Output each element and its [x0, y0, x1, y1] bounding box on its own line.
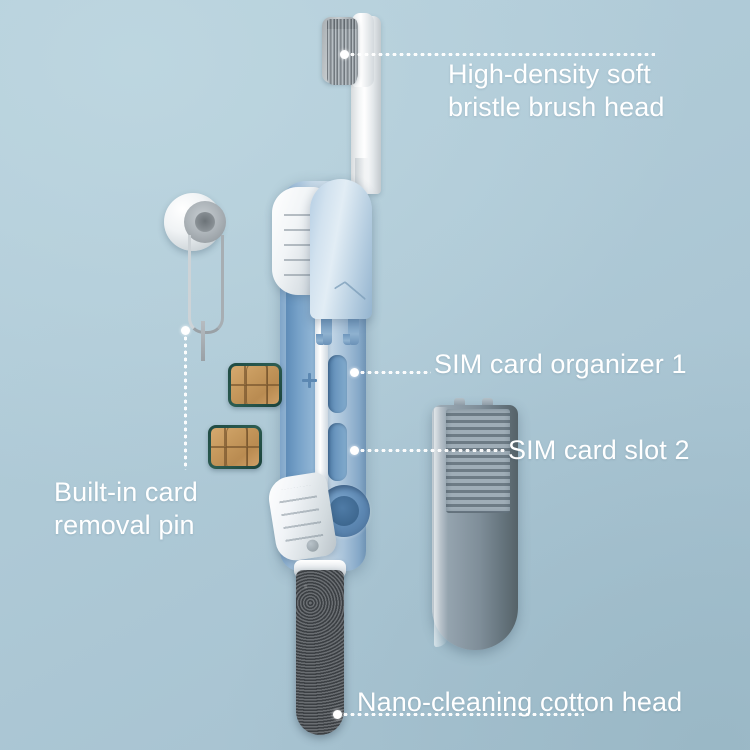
main-body-part [265, 175, 416, 595]
sim-chip-1 [231, 366, 279, 404]
cap-ribs [446, 409, 510, 513]
callout-cotton-head: Nano-cleaning cotton head [357, 687, 683, 717]
sim-chip-2 [211, 428, 259, 466]
sim-card-slot-2 [328, 423, 347, 481]
leader-line-sim-slot-2 [359, 449, 505, 452]
leader-dot-cotton-head [333, 710, 342, 719]
pin-loop [188, 235, 224, 334]
sim-chip-traces-1 [231, 366, 279, 404]
leader-line-sim-organizer-1 [359, 371, 431, 374]
nano-cleaning-cotton-head [296, 570, 344, 735]
body-prong-right [343, 317, 359, 345]
body-clamp [265, 470, 339, 564]
leader-line-brush-head [349, 53, 655, 56]
brush-head-part [316, 8, 406, 194]
leader-dot-sim-slot-2 [350, 446, 359, 455]
body-cover [310, 179, 372, 319]
body-prong-left [316, 317, 332, 345]
cap-nub-left [454, 398, 465, 408]
end-cap-part [432, 398, 528, 655]
leader-dot-brush-head [340, 50, 349, 59]
brush-pad [322, 17, 358, 85]
leader-dot-sim-organizer-1 [350, 368, 359, 377]
leader-line-removal-pin [184, 335, 187, 470]
pin-tail [201, 321, 205, 361]
cover-arrow-icon [333, 280, 367, 307]
sim-card-organizer-1-slot [328, 355, 347, 413]
callout-sim-organizer-1: SIM card organizer 1 [434, 349, 687, 379]
leader-line-cotton-head [342, 713, 584, 716]
cap-highlight [434, 407, 448, 647]
callout-sim-slot-2: SIM card slot 2 [508, 435, 690, 465]
cap-nub-right [482, 398, 493, 408]
sim-chip-traces-2 [211, 428, 259, 466]
callout-brush-head: High-density soft bristle brush head [448, 59, 665, 122]
cap-body [432, 405, 518, 650]
clamp-ribs [277, 484, 324, 546]
sim-card-1 [228, 363, 282, 407]
sim-card-2 [208, 425, 262, 469]
leader-dot-removal-pin [181, 326, 190, 335]
rail-cross-detail [302, 373, 317, 388]
callout-removal-pin: Built-in card removal pin [54, 477, 198, 540]
card-removal-pin-part [164, 193, 244, 363]
